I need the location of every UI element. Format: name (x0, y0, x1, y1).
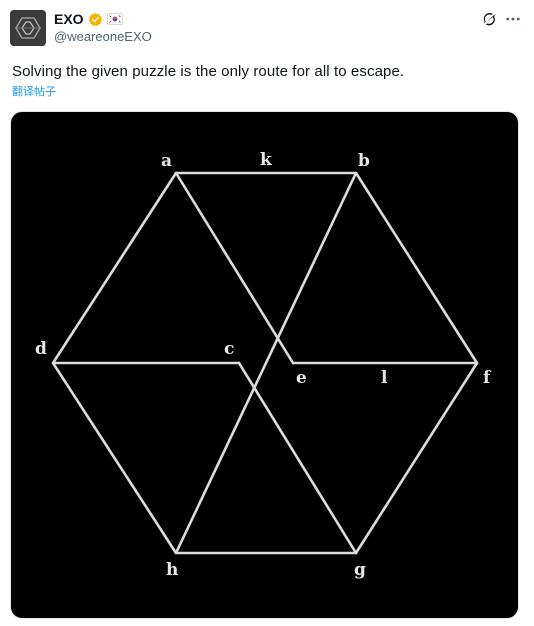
affiliate-flag-icon (106, 13, 123, 25)
label-f: f (483, 368, 492, 388)
grok-icon[interactable] (480, 10, 498, 28)
tweet-text: Solving the given puzzle is the only rou… (12, 63, 405, 80)
label-l: l (381, 368, 388, 388)
verified-badge-icon (88, 12, 103, 27)
line-a-e (174, 171, 295, 365)
label-h: h (166, 560, 178, 580)
label-a: a (161, 151, 172, 171)
author-name-row: EXO (54, 10, 123, 28)
label-d: d (35, 339, 47, 359)
label-k: k (260, 150, 273, 170)
avatar[interactable] (10, 10, 46, 46)
label-c: c (224, 339, 234, 359)
line-c-g (237, 361, 358, 555)
label-e: e (296, 368, 307, 388)
author-handle[interactable]: @weareoneEXO (54, 29, 152, 44)
label-g: g (354, 560, 366, 580)
hexagon-puzzle-diagram: a k b d c e l f h g (35, 150, 492, 580)
puzzle-lines (51, 171, 479, 555)
puzzle-image[interactable]: a k b d c e l f h g (10, 111, 519, 619)
more-options-icon[interactable] (504, 10, 522, 28)
display-name[interactable]: EXO (54, 11, 84, 27)
translate-post-link[interactable]: 翻译帖子 (12, 86, 56, 98)
label-b: b (358, 151, 370, 171)
line-b-h (174, 171, 358, 555)
